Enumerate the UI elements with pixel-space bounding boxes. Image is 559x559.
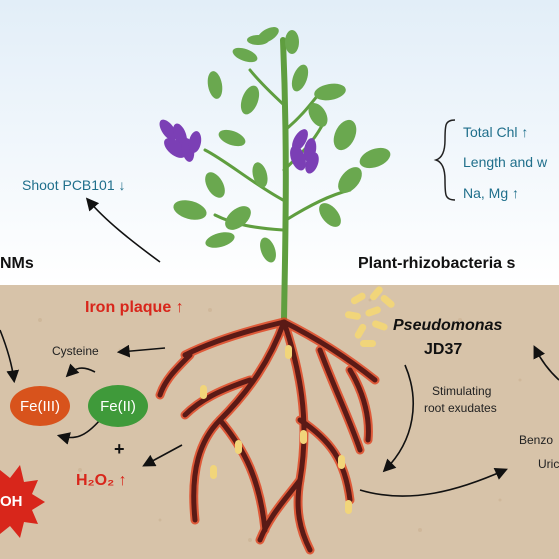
shoot-pcb101-text: Shoot PCB101 [22, 177, 115, 193]
na-mg-text: Na, Mg [463, 185, 509, 201]
stimulating-label: Stimulating [432, 384, 492, 398]
fe2-text: Fe(II) [100, 397, 136, 415]
fe2-bubble: Fe(II) [88, 385, 148, 427]
length-label: Length and w [463, 154, 548, 170]
uric-label: Uric [538, 457, 559, 471]
root-exudates-label: root exudates [424, 401, 497, 415]
brace [433, 119, 456, 201]
plus-sign: + [114, 439, 125, 459]
benzo-label: Benzo [519, 433, 554, 447]
na-mg-label: Na, Mg ↑ [463, 186, 519, 200]
arrows [0, 197, 559, 497]
na-mg-arrow: ↑ [512, 185, 520, 201]
total-chl-text: Total Chl [463, 124, 518, 140]
total-chl-label: Total Chl ↑ [463, 125, 528, 139]
cysteine-label: Cysteine [52, 344, 99, 358]
fe3-text: Fe(III) [20, 397, 60, 415]
shoot-pcb101-arrow: ↓ [118, 177, 126, 193]
plant-leaves [173, 27, 391, 263]
plant-rhizobacteria-heading: Plant-rhizobacteria s [358, 255, 516, 272]
iron-plaque-text: Iron plaque [85, 299, 172, 316]
h2o2-arrow: ↑ [118, 472, 127, 489]
jd37-label: JD37 [424, 341, 463, 358]
bacteria-cells [200, 286, 395, 514]
oh-burst [0, 465, 45, 538]
oh-label: OH [0, 493, 23, 510]
sky-background [0, 0, 559, 285]
fe3-bubble: Fe(III) [10, 386, 70, 426]
shoot-pcb101-label: Shoot PCB101 ↓ [22, 178, 126, 192]
iron-plaque-label: Iron plaque ↑ [85, 300, 184, 316]
total-chl-arrow: ↑ [521, 124, 529, 140]
pseudomonas-label: Pseudomonas [393, 317, 503, 334]
h2o2-label: H₂O₂ ↑ [76, 473, 127, 489]
root-system [155, 317, 380, 555]
iron-plaque-arrow: ↑ [175, 299, 184, 316]
h2o2-text: H₂O₂ [76, 472, 115, 489]
plant-flowers [159, 119, 319, 174]
nms-heading: NMs [0, 255, 34, 272]
